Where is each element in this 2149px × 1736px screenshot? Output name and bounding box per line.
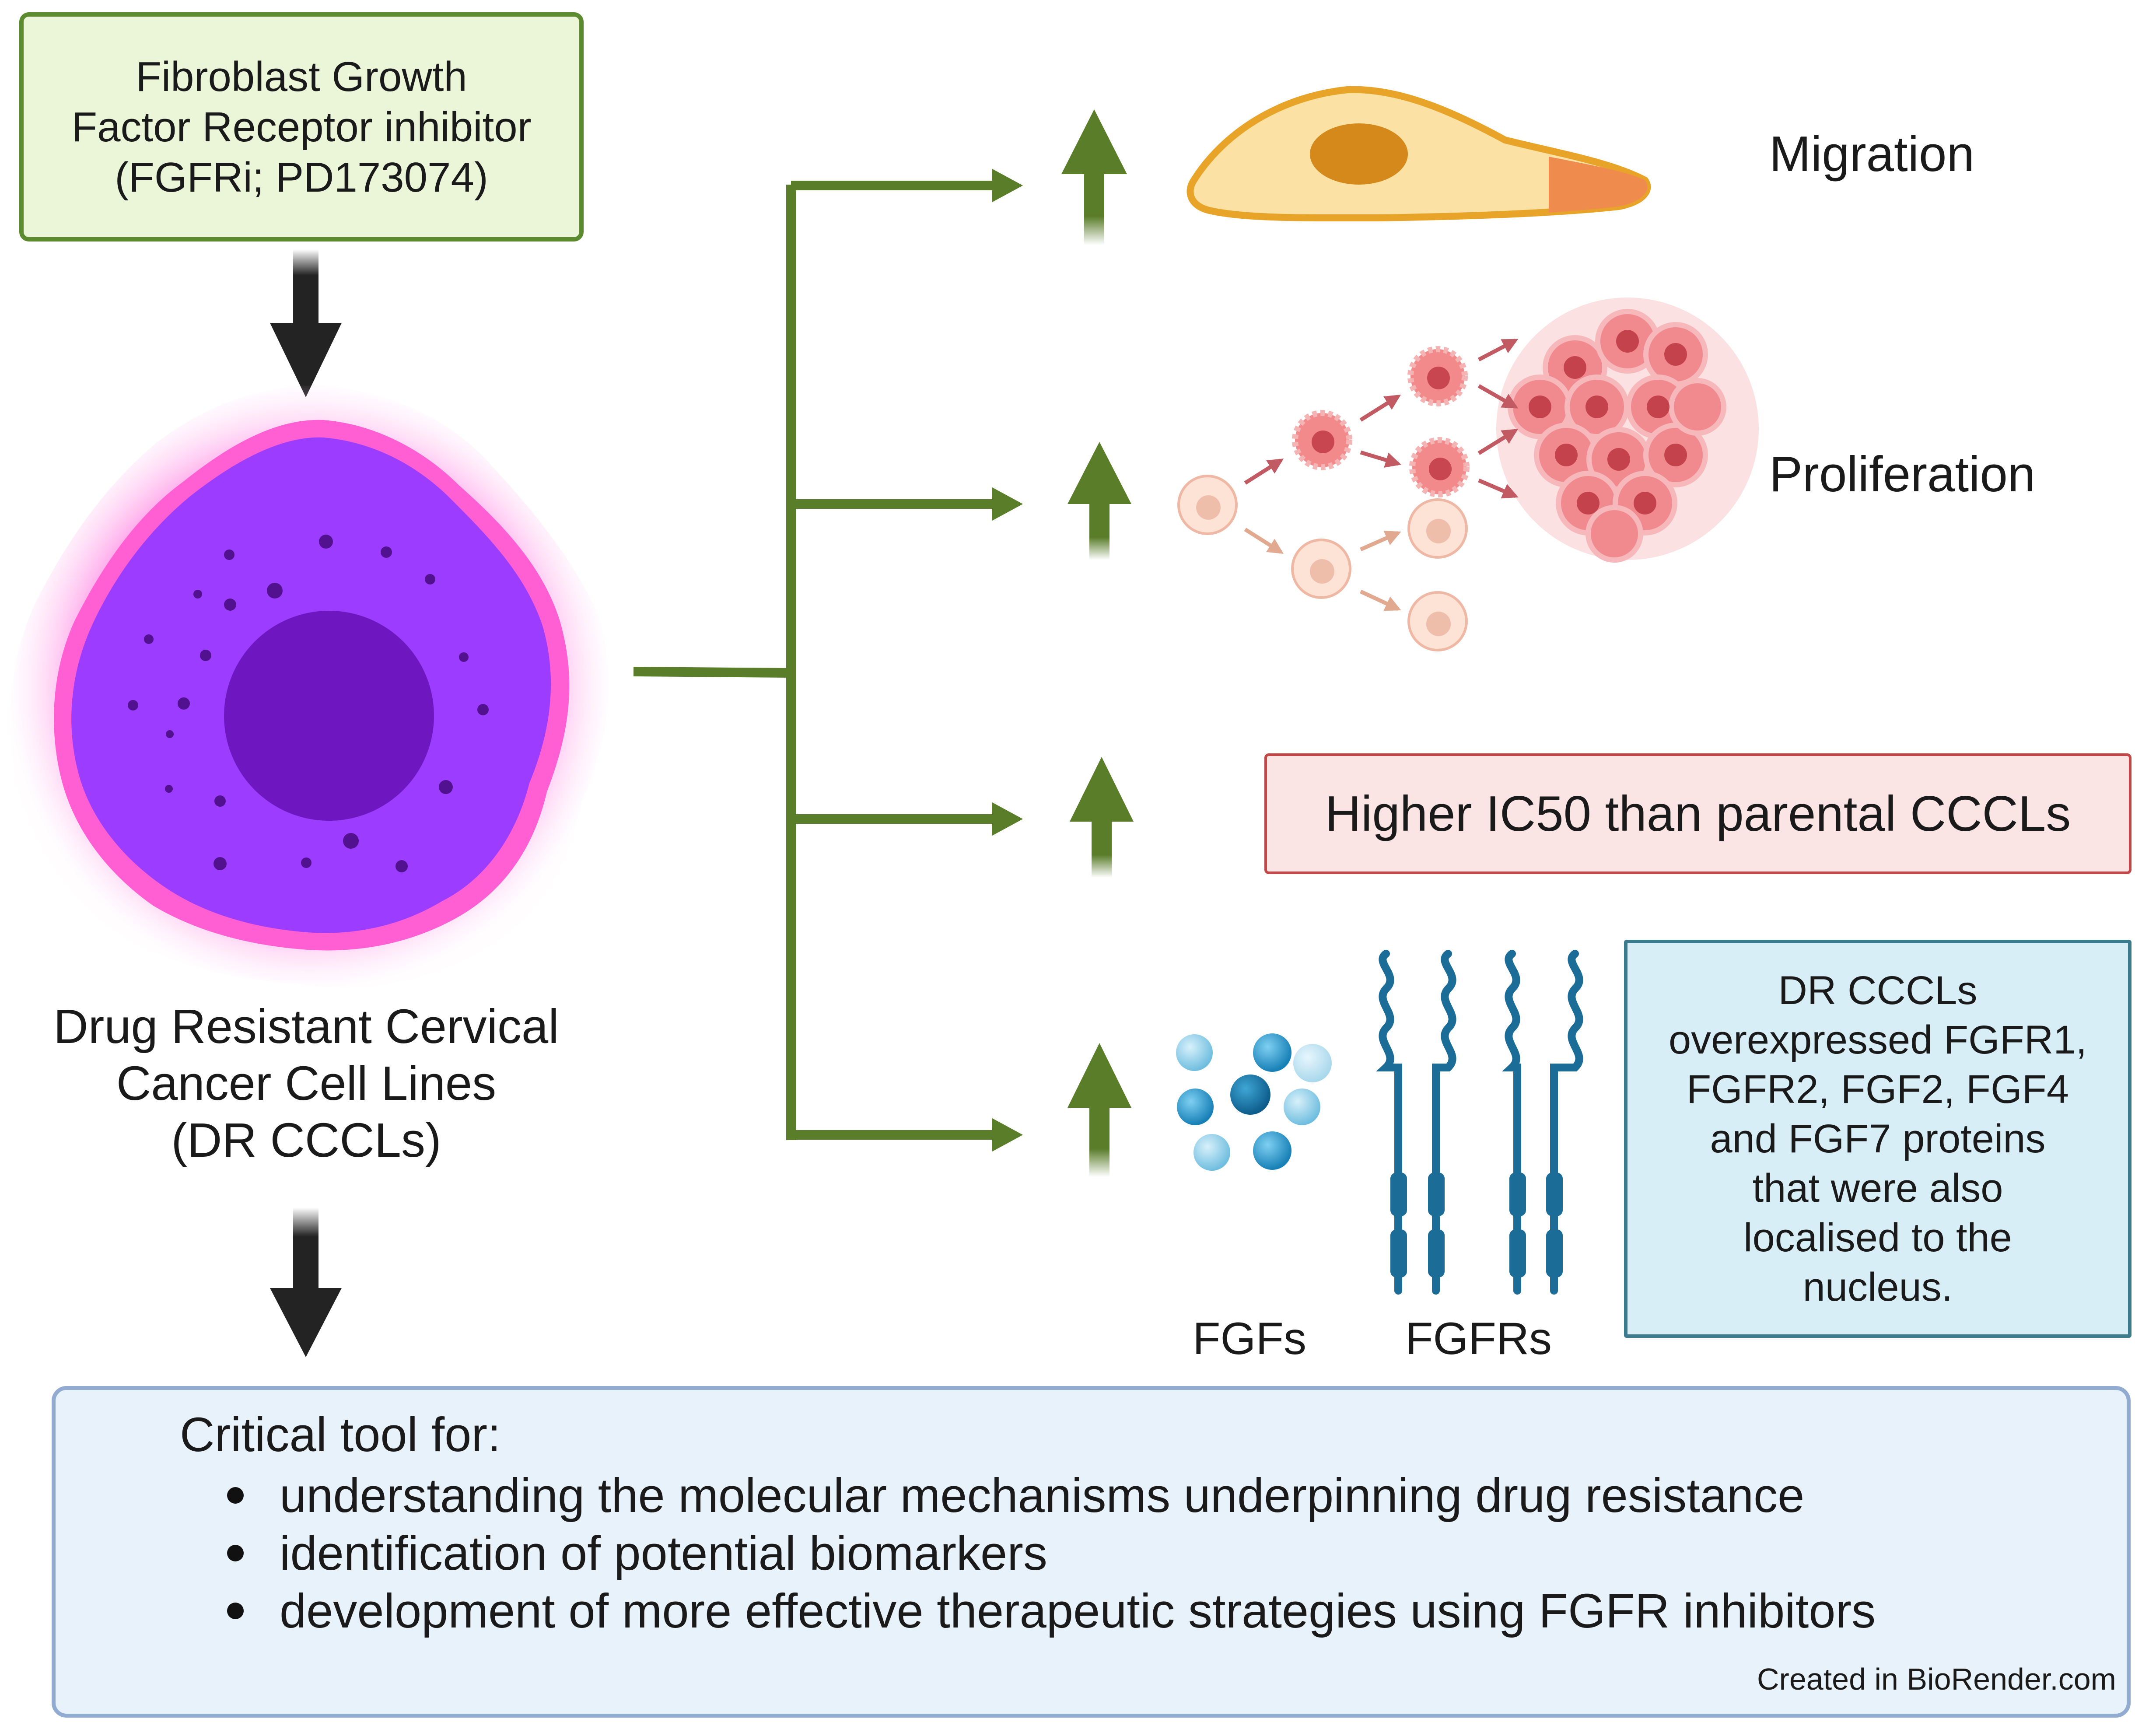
down-arrow-cell <box>270 1208 342 1357</box>
fgfr-box-line-7: nucleus. <box>1802 1264 1953 1309</box>
up-arrow-fgfr <box>1068 1043 1131 1177</box>
critical-tool-list: understanding the molecular mechanisms u… <box>227 1467 2051 1640</box>
branch-connector <box>633 181 998 1140</box>
up-arrow-proliferation <box>1068 442 1131 560</box>
fgfr-expression-box: DR CCCLs overexpressed FGFR1, FGFR2, FGF… <box>1624 940 2132 1338</box>
fgfs-label: FGFs <box>1193 1313 1306 1364</box>
cell-label-line-2: Cancer Cell Lines <box>116 1057 497 1110</box>
proliferation-label: Proliferation <box>1769 447 2036 502</box>
fgfr-kinase-domains <box>1390 1172 1563 1278</box>
critical-tool-box: Critical tool for: understanding the mol… <box>52 1386 2131 1718</box>
inhibitor-line-1: Fibroblast Growth <box>136 53 467 100</box>
fgfr-box-line-2: overexpressed FGFR1, <box>1668 1017 2087 1062</box>
ic50-label: Higher IC50 than parental CCCLs <box>1325 786 2071 842</box>
fgfr-box-line-6: localised to the <box>1743 1215 2012 1260</box>
up-arrow-migration <box>1061 109 1127 245</box>
growing-cells <box>1292 346 1470 497</box>
list-item: understanding the molecular mechanisms u… <box>227 1467 2051 1525</box>
inhibitor-line-2: Factor Receptor inhibitor <box>71 103 532 150</box>
list-item: identification of potential biomarkers <box>227 1525 2051 1582</box>
proliferation-arrows <box>1244 339 1519 611</box>
fgfs-icon <box>1176 1033 1332 1171</box>
critical-tool-title: Critical tool for: <box>180 1408 501 1462</box>
fgfr-box-line-4: and FGF7 proteins <box>1710 1116 2046 1161</box>
inhibitor-line-3: (FGFRi; PD173074) <box>115 154 488 201</box>
ic50-box: Higher IC50 than parental CCCLs <box>1264 753 2132 874</box>
fgfrs-icon <box>1376 950 1583 1295</box>
list-item: development of more effective therapeuti… <box>227 1582 2051 1640</box>
inhibitor-box: Fibroblast Growth Factor Receptor inhibi… <box>19 12 584 242</box>
proliferation-icon <box>1177 298 1759 651</box>
fgfr-box-line-1: DR CCCLs <box>1778 968 1978 1013</box>
cell-label-line-1: Drug Resistant Cervical <box>53 1000 559 1054</box>
biorender-credit: Created in BioRender.com <box>1757 1662 2116 1696</box>
branch-arrowheads <box>992 169 1023 1152</box>
fgfrs-label: FGFRs <box>1405 1313 1552 1364</box>
migrating-cell-icon <box>1186 86 1651 222</box>
migration-label: Migration <box>1769 126 1974 182</box>
cell-label: Drug Resistant Cervical Cancer Cell Line… <box>18 998 595 1169</box>
fgfr-box-line-3: FGFR2, FGF2, FGF4 <box>1686 1067 2069 1112</box>
tumor-cluster <box>1496 298 1759 563</box>
up-arrow-ic50 <box>1070 757 1134 878</box>
down-arrow-inhibitor <box>270 249 342 397</box>
cell-label-line-3: (DR CCCLs) <box>171 1113 441 1167</box>
cancer-cell-icon <box>10 385 609 988</box>
fgfr-box-line-5: that were also <box>1752 1166 2003 1211</box>
